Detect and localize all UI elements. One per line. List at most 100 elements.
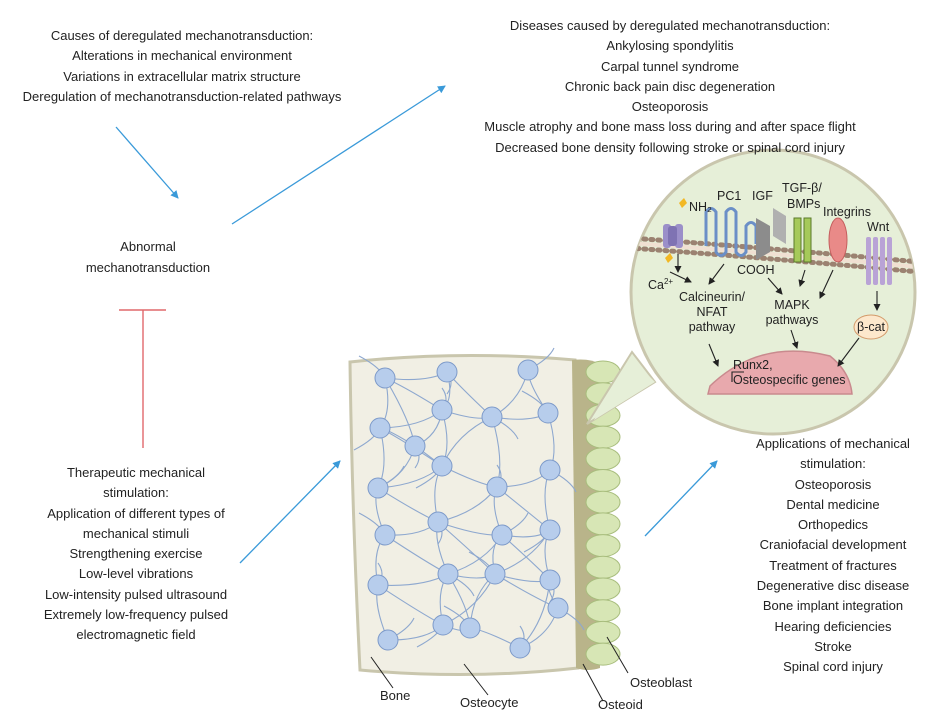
osteocyte-cell bbox=[517, 359, 539, 381]
igf-label: IGF bbox=[752, 189, 773, 203]
therapeutic-line: mechanical stimuli bbox=[82, 525, 190, 541]
osteoblast-cell bbox=[585, 555, 621, 579]
pc1-label: PC1 bbox=[717, 189, 742, 203]
applications-line: Hearing deficiencies bbox=[774, 618, 892, 634]
abnormal-line: Abnormal bbox=[120, 239, 176, 254]
calcium-text: Ca bbox=[648, 278, 664, 293]
diseases-block: Diseases caused by deregulated mechanotr… bbox=[420, 16, 920, 158]
applications-line: Degenerative disc disease bbox=[756, 578, 910, 594]
osteocyte-cell bbox=[486, 476, 508, 498]
bmps-label: BMPs bbox=[787, 197, 821, 211]
osteocyte-cell bbox=[367, 574, 389, 596]
applications-line: Bone implant integration bbox=[762, 598, 904, 614]
osteocyte-cell bbox=[547, 597, 569, 619]
osteocyte-cell bbox=[509, 637, 531, 659]
diseases-item: Osteoporosis bbox=[631, 99, 709, 115]
therapeutic-line: Strengthening exercise bbox=[69, 546, 203, 562]
osteoblast-cell bbox=[585, 534, 621, 558]
osteocyte-label: Osteocyte bbox=[460, 695, 519, 710]
tgf-beta-receptor bbox=[793, 217, 812, 263]
osteocyte-cell bbox=[404, 435, 426, 457]
osteoblast-label: Osteoblast bbox=[630, 675, 693, 690]
cooh-label: COOH bbox=[737, 263, 775, 277]
osteocyte-cell bbox=[481, 406, 503, 428]
calcium-charge: 2+ bbox=[663, 277, 674, 286]
osteoblast-cell bbox=[585, 425, 621, 449]
nucleus-line: Osteospecific genes bbox=[733, 373, 846, 387]
osteocytes bbox=[367, 359, 569, 659]
arrow-bone-to-applications bbox=[644, 460, 718, 537]
calcium-label: Ca2+ bbox=[648, 274, 673, 293]
therapeutic-block: Therapeutic mechanical stimulation: Appl… bbox=[0, 463, 272, 646]
osteocyte-cell bbox=[431, 455, 453, 477]
causes-item: Deregulation of mechanotransduction-rela… bbox=[22, 88, 342, 104]
wnt-label: Wnt bbox=[867, 220, 890, 234]
calcineurin-label: Calcineurin/ NFAT pathway bbox=[664, 290, 760, 335]
osteoblast-cell bbox=[585, 512, 621, 536]
osteocyte-cell bbox=[432, 614, 454, 636]
channel-receptor bbox=[663, 198, 687, 263]
osteocyte-cell bbox=[437, 563, 459, 585]
integrin-receptor bbox=[828, 217, 848, 263]
diseases-item: Chronic back pain disc degeneration bbox=[564, 78, 776, 94]
beta-catenin bbox=[853, 314, 889, 340]
applications-line: Treatment of fractures bbox=[769, 557, 897, 573]
therapeutic-line: Low-level vibrations bbox=[78, 566, 194, 582]
bone-label: Bone bbox=[380, 688, 411, 703]
osteocyte-cell bbox=[537, 402, 559, 424]
osteocyte-cell bbox=[459, 617, 481, 639]
nucleus-label: Runx2, Osteospecific genes bbox=[733, 358, 846, 388]
causes-title: Causes of deregulated mechanotransductio… bbox=[50, 28, 314, 43]
osteoblast-cell bbox=[585, 577, 621, 601]
causes-block: Causes of deregulated mechanotransductio… bbox=[0, 26, 364, 107]
applications-line: Dental medicine bbox=[786, 496, 880, 512]
osteocyte-cell bbox=[427, 511, 449, 533]
tgf-beta-label: TGF-β/ bbox=[782, 181, 822, 195]
causes-item: Alterations in mechanical environment bbox=[72, 48, 292, 64]
igf-receptor bbox=[756, 208, 786, 260]
therapeutic-line: Application of different types of bbox=[47, 505, 225, 521]
diseases-item: Muscle atrophy and bone mass loss during… bbox=[484, 119, 856, 135]
wnt-receptor bbox=[866, 237, 892, 285]
abnormal-line: mechanotransduction bbox=[85, 260, 211, 275]
therapeutic-line: Low-intensity pulsed ultrasound bbox=[44, 586, 228, 602]
osteocyte-cell bbox=[539, 519, 561, 541]
beta-catenin-label: β-cat bbox=[857, 320, 886, 334]
osteoblast-cell bbox=[585, 469, 621, 492]
nucleus-line: Runx2, bbox=[733, 358, 773, 372]
label-pointers bbox=[370, 636, 629, 702]
mapk-line: pathways bbox=[765, 313, 819, 327]
arrow-causes-to-abnormal bbox=[115, 126, 179, 199]
calcineurin-line: Calcineurin/ bbox=[678, 290, 745, 304]
inhibition-bar bbox=[119, 309, 166, 448]
diseases-item: Decreased bone density following stroke … bbox=[495, 139, 845, 155]
osteoblast-cell bbox=[585, 642, 621, 666]
osteocyte-cell bbox=[367, 477, 389, 499]
pc1-receptor bbox=[704, 207, 758, 257]
applications-line: Orthopedics bbox=[797, 517, 869, 533]
diseases-item: Carpal tunnel syndrome bbox=[600, 58, 740, 74]
applications-line: Osteoporosis bbox=[794, 476, 872, 492]
integrins-label: Integrins bbox=[823, 205, 871, 219]
applications-line: stimulation: bbox=[800, 456, 866, 472]
therapeutic-line: Extremely low-frequency pulsed bbox=[43, 607, 229, 623]
osteocyte-cell bbox=[431, 399, 453, 421]
calcineurin-line: NFAT bbox=[696, 305, 728, 319]
calcineurin-line: pathway bbox=[688, 320, 736, 334]
mapk-line: MAPK bbox=[774, 298, 810, 312]
osteocyte-cell bbox=[369, 417, 391, 439]
osteocyte-cell bbox=[436, 361, 458, 383]
signaling-arrows bbox=[669, 254, 881, 382]
arrow-therapy-to-bone bbox=[239, 460, 341, 564]
mapk-label: MAPK pathways bbox=[752, 298, 832, 328]
abnormal-block: Abnormal mechanotransduction bbox=[60, 236, 236, 278]
bone-tissue bbox=[348, 347, 621, 677]
therapeutic-line: electromagnetic field bbox=[76, 627, 196, 643]
nh2-label: NH₂ bbox=[689, 200, 712, 214]
diseases-item: Ankylosing spondylitis bbox=[606, 38, 734, 54]
osteoblast-cell bbox=[585, 620, 621, 644]
osteoblast-cell bbox=[585, 599, 621, 623]
arrow-abnormal-to-diseases bbox=[231, 85, 446, 225]
